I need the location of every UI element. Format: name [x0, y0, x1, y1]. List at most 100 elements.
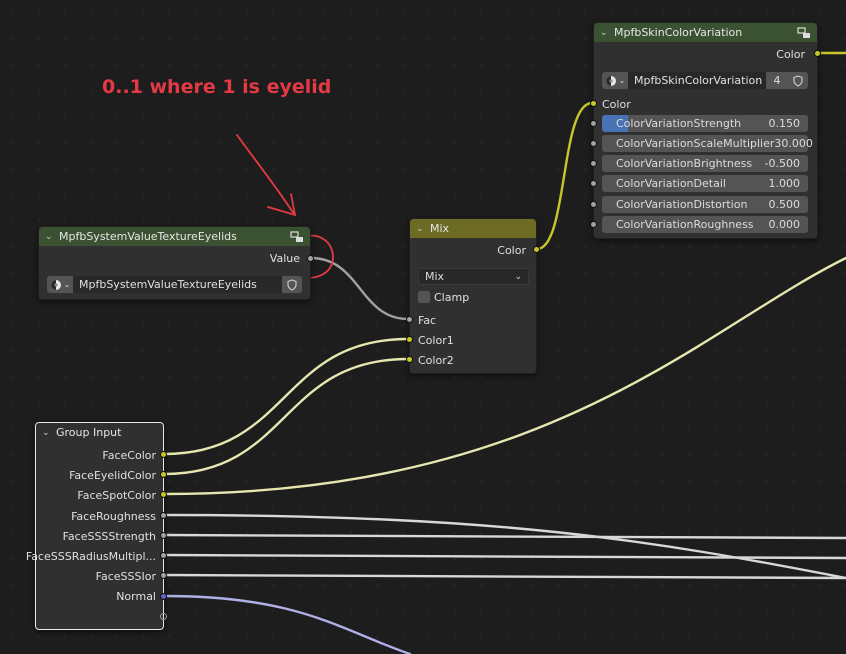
node-tree-icon: [50, 279, 61, 290]
color2-input-socket[interactable]: [406, 356, 413, 363]
link-mix-to-skin: [535, 101, 594, 251]
output-label-faceeyelidcolor: FaceEyelidColor: [69, 468, 156, 482]
eyelids-node-header[interactable]: ⌄ MpfbSystemValueTextureEyelids: [39, 227, 310, 246]
clamp-row[interactable]: Clamp: [418, 287, 528, 307]
node-tree-icon: [605, 75, 616, 86]
mix-node[interactable]: ⌄ Mix Color Mix ⌄ Clamp Fac Color1 Color…: [406, 218, 540, 374]
socket-facecolor[interactable]: [160, 451, 167, 458]
fac-input-socket[interactable]: [406, 316, 413, 323]
eyelids-group-name[interactable]: MpfbSystemValueTextureEyelids: [73, 276, 282, 293]
skin-output-socket[interactable]: [814, 50, 821, 57]
color1-label: Color1: [418, 333, 454, 347]
field-color-variation-detail[interactable]: ColorVariationDetail 1.000: [602, 175, 808, 192]
field-color-variation-roughness[interactable]: ColorVariationRoughness 0.000: [602, 216, 808, 233]
collapse-chevron-icon[interactable]: ⌄: [45, 231, 53, 242]
group-input-node[interactable]: ⌄ Group Input FaceColor FaceEyelidColor …: [26, 422, 167, 630]
output-label-facesssior: FaceSSSIor: [95, 569, 156, 583]
field-label: ColorVariationDistortion: [616, 198, 748, 211]
field-color-variation-distortion[interactable]: ColorVariationDistortion 0.500: [602, 196, 808, 213]
skin-color-input-label: Color: [602, 97, 631, 111]
socket-facesssradius[interactable]: [160, 552, 167, 559]
socket-facesssior[interactable]: [160, 572, 167, 579]
eyelids-node-title: MpfbSystemValueTextureEyelids: [59, 230, 237, 243]
socket-color-variation-roughness[interactable]: [590, 221, 597, 228]
field-color-variation-strength[interactable]: ColorVariationStrength 0.150: [602, 115, 808, 132]
socket-facesssstrength[interactable]: [160, 532, 167, 539]
link-normal-out: [162, 594, 412, 654]
slider-fill: [602, 115, 628, 132]
color1-input-row: Color1: [418, 330, 528, 350]
chevron-down-icon: ⌄: [63, 280, 71, 289]
link-facecolor-to-color1: [162, 337, 410, 456]
fake-user-button[interactable]: [282, 276, 302, 293]
eyelids-value-node[interactable]: ⌄ MpfbSystemValueTextureEyelids Value ⌄ …: [38, 226, 314, 300]
field-label: ColorVariationBrightness: [616, 157, 753, 170]
node-group-icon[interactable]: [290, 230, 304, 243]
link-sssradius-out: [162, 553, 846, 560]
socket-color-variation-brightness[interactable]: [590, 160, 597, 167]
output-label-facesssradius: FaceSSSRadiusMultipl...: [25, 549, 156, 563]
socket-color-variation-distortion[interactable]: [590, 201, 597, 208]
skin-color-input-row: Color: [594, 94, 817, 114]
collapse-chevron-icon[interactable]: ⌄: [416, 223, 424, 234]
field-color-variation-brightness[interactable]: ColorVariationBrightness -0.500: [602, 155, 808, 172]
field-label: ColorVariationDetail: [616, 177, 726, 190]
skin-group-name[interactable]: MpfbSkinColorVariation: [628, 72, 766, 89]
group-input-title: Group Input: [56, 426, 122, 439]
fake-user-button[interactable]: [788, 72, 808, 89]
annotation-text: 0..1 where 1 is eyelid: [102, 76, 332, 98]
collapse-chevron-icon[interactable]: ⌄: [600, 27, 608, 38]
node-tree-selector[interactable]: ⌄: [602, 72, 628, 89]
blend-mode-dropdown[interactable]: Mix ⌄: [418, 268, 529, 285]
output-row-facesssradius: FaceSSSRadiusMultipl...: [26, 546, 163, 566]
output-label-facecolor: FaceColor: [102, 448, 156, 462]
output-label-faceroughness: FaceRoughness: [71, 509, 156, 523]
skin-node-title: MpfbSkinColorVariation: [614, 26, 743, 39]
field-label: ColorVariationScaleMultiplier: [616, 137, 775, 150]
color1-input-socket[interactable]: [406, 336, 413, 343]
fac-label: Fac: [418, 313, 437, 327]
link-sssior-out: [162, 573, 846, 580]
skin-output-row: Color: [594, 44, 817, 64]
chevron-down-icon: ⌄: [514, 271, 522, 282]
mix-output-row: Color: [410, 240, 536, 260]
socket-color-variation-scale-multiplier[interactable]: [590, 140, 597, 147]
clamp-checkbox[interactable]: [418, 291, 430, 303]
field-value: 30.000: [774, 137, 813, 150]
socket-normal[interactable]: [160, 593, 167, 600]
annotation-arrow: [236, 134, 295, 215]
mix-color-output-socket[interactable]: [533, 246, 540, 253]
mix-node-header[interactable]: ⌄ Mix: [410, 219, 536, 238]
skin-output-label: Color: [776, 47, 805, 61]
socket-faceeyelidcolor[interactable]: [160, 471, 167, 478]
collapse-chevron-icon[interactable]: ⌄: [42, 427, 50, 438]
shield-icon: [793, 74, 803, 87]
socket-color-variation-detail[interactable]: [590, 180, 597, 187]
node-group-icon[interactable]: [797, 26, 811, 39]
eyelids-value-output-socket[interactable]: [307, 255, 314, 262]
skin-color-variation-node[interactable]: ⌄ MpfbSkinColorVariation Color ⌄ MpfbSki…: [590, 22, 821, 239]
skin-node-header[interactable]: ⌄ MpfbSkinColorVariation: [594, 23, 817, 42]
skin-color-input-socket[interactable]: [590, 100, 597, 107]
socket-facespotcolor[interactable]: [160, 491, 167, 498]
output-row-faceroughness: FaceRoughness: [36, 506, 163, 526]
field-value: 0.150: [768, 117, 801, 130]
eyelids-group-selector[interactable]: ⌄ MpfbSystemValueTextureEyelids: [47, 276, 302, 293]
output-row-normal: Normal: [36, 586, 163, 606]
socket-empty-extend[interactable]: [160, 613, 167, 620]
chevron-down-icon: ⌄: [618, 76, 626, 85]
eyelids-output-row: Value: [39, 248, 310, 268]
mix-node-title: Mix: [430, 222, 450, 235]
socket-faceroughness[interactable]: [160, 512, 167, 519]
annotation-arrowhead: [267, 193, 297, 217]
socket-color-variation-strength[interactable]: [590, 120, 597, 127]
output-label-facesssstrength: FaceSSSStrength: [62, 529, 156, 543]
field-value: 0.000: [768, 218, 801, 231]
skin-group-selector[interactable]: ⌄ MpfbSkinColorVariation 4: [602, 72, 808, 89]
group-input-header[interactable]: ⌄ Group Input: [36, 423, 163, 442]
field-value: -0.500: [764, 157, 800, 170]
node-tree-selector[interactable]: ⌄: [47, 276, 73, 293]
output-label-facespotcolor: FaceSpotColor: [77, 488, 156, 502]
field-color-variation-scale-multiplier[interactable]: ColorVariationScaleMultiplier 30.000: [602, 135, 813, 152]
skin-user-count[interactable]: 4: [766, 72, 788, 89]
